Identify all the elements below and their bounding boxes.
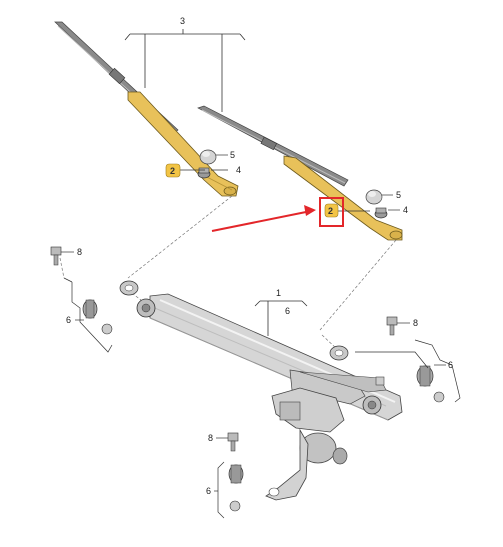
callout-label-1: 1 (276, 288, 281, 298)
callout-label-4-left: 4 (236, 165, 241, 175)
bracket-6-lower (217, 461, 225, 519)
damper-left (82, 299, 113, 335)
callout-label-8-right: 8 (413, 318, 418, 328)
cap-left (199, 149, 217, 165)
bracket-6-right (355, 339, 461, 403)
bracket-6-left (63, 277, 113, 353)
callout-label-5-right: 5 (396, 190, 401, 200)
red-pointer-arrow (211, 205, 316, 232)
damper-lower (228, 464, 244, 512)
badge-2-left: 2 (165, 163, 205, 178)
cap-right (365, 189, 383, 205)
bolt-right (386, 316, 398, 336)
callout-label-8-upper-left: 8 (77, 247, 82, 257)
callout-bracket-1 (254, 300, 308, 336)
bolt-upper-left (50, 246, 62, 266)
left-wiper-arm (127, 91, 239, 197)
nut-right (374, 207, 388, 219)
wiper-linkage (136, 293, 403, 421)
badge-2-left-label: 2 (170, 166, 175, 176)
guide-lines (59, 195, 397, 351)
callout-label-3: 3 (180, 16, 185, 26)
callout-label-6-left: 6 (66, 315, 71, 325)
callout-label-6-right: 6 (448, 360, 453, 370)
right-wiper-blade (197, 105, 349, 187)
highlight-box (319, 197, 344, 227)
badge-2-right-label: 2 (328, 206, 333, 216)
badge-2-right: 2 (319, 197, 370, 227)
callout-label-6-center: 6 (285, 306, 290, 316)
callout-label-5-left: 5 (230, 150, 235, 160)
grommet-left (119, 280, 139, 296)
callout-label-4-right: 4 (403, 205, 408, 215)
grommet-right (329, 345, 349, 361)
nut-left (197, 167, 211, 179)
damper-right (416, 365, 445, 403)
callout-label-8-lower: 8 (208, 433, 213, 443)
callout-bracket-3 (124, 29, 246, 112)
wiper-motor (265, 387, 348, 501)
callout-label-6-lower: 6 (206, 486, 211, 496)
bolt-lower (227, 432, 239, 452)
